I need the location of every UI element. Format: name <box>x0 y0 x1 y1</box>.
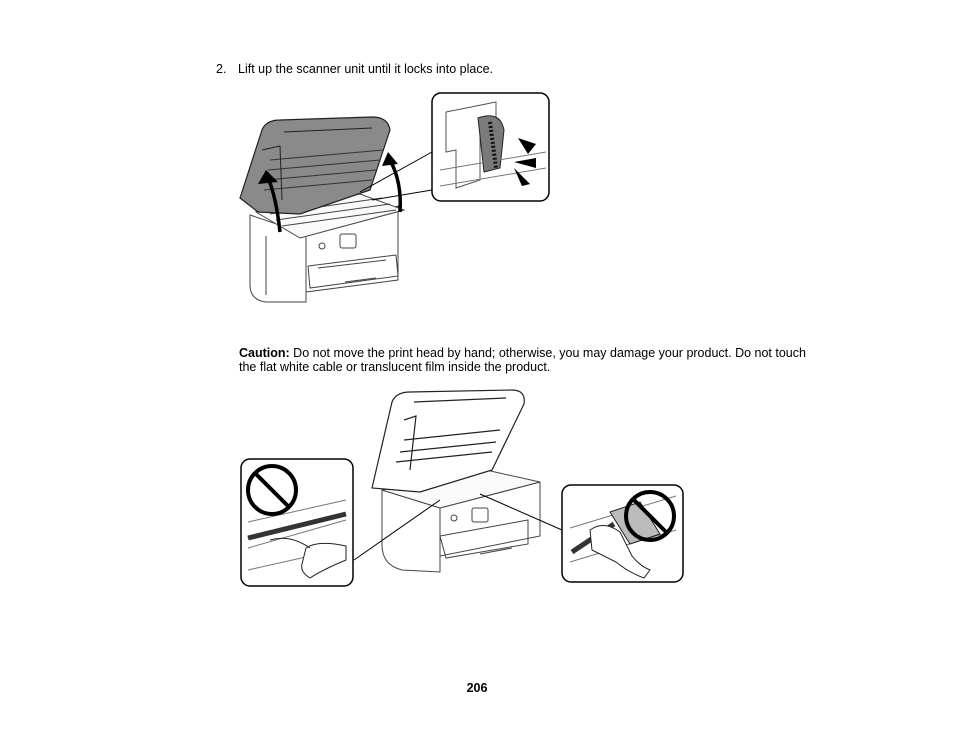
prohibited-icon <box>624 490 676 542</box>
caution-note: Caution: Do not move the print head by h… <box>239 346 814 374</box>
lock-detail <box>431 92 550 202</box>
scanner-lid-open <box>371 389 525 493</box>
detail-do-not-touch-cable <box>240 458 354 587</box>
caution-text: Do not move the print head by hand; othe… <box>239 346 806 374</box>
step-text: Lift up the scanner unit until it locks … <box>238 62 494 76</box>
detail-do-not-move-print-head <box>561 484 684 583</box>
scanner-lid <box>239 116 391 215</box>
caution-label: Caution: <box>239 346 290 360</box>
step-2: 2. Lift up the scanner unit until it lock… <box>216 62 493 76</box>
step-number: 2. <box>216 62 227 76</box>
page-number: 206 <box>466 681 488 695</box>
